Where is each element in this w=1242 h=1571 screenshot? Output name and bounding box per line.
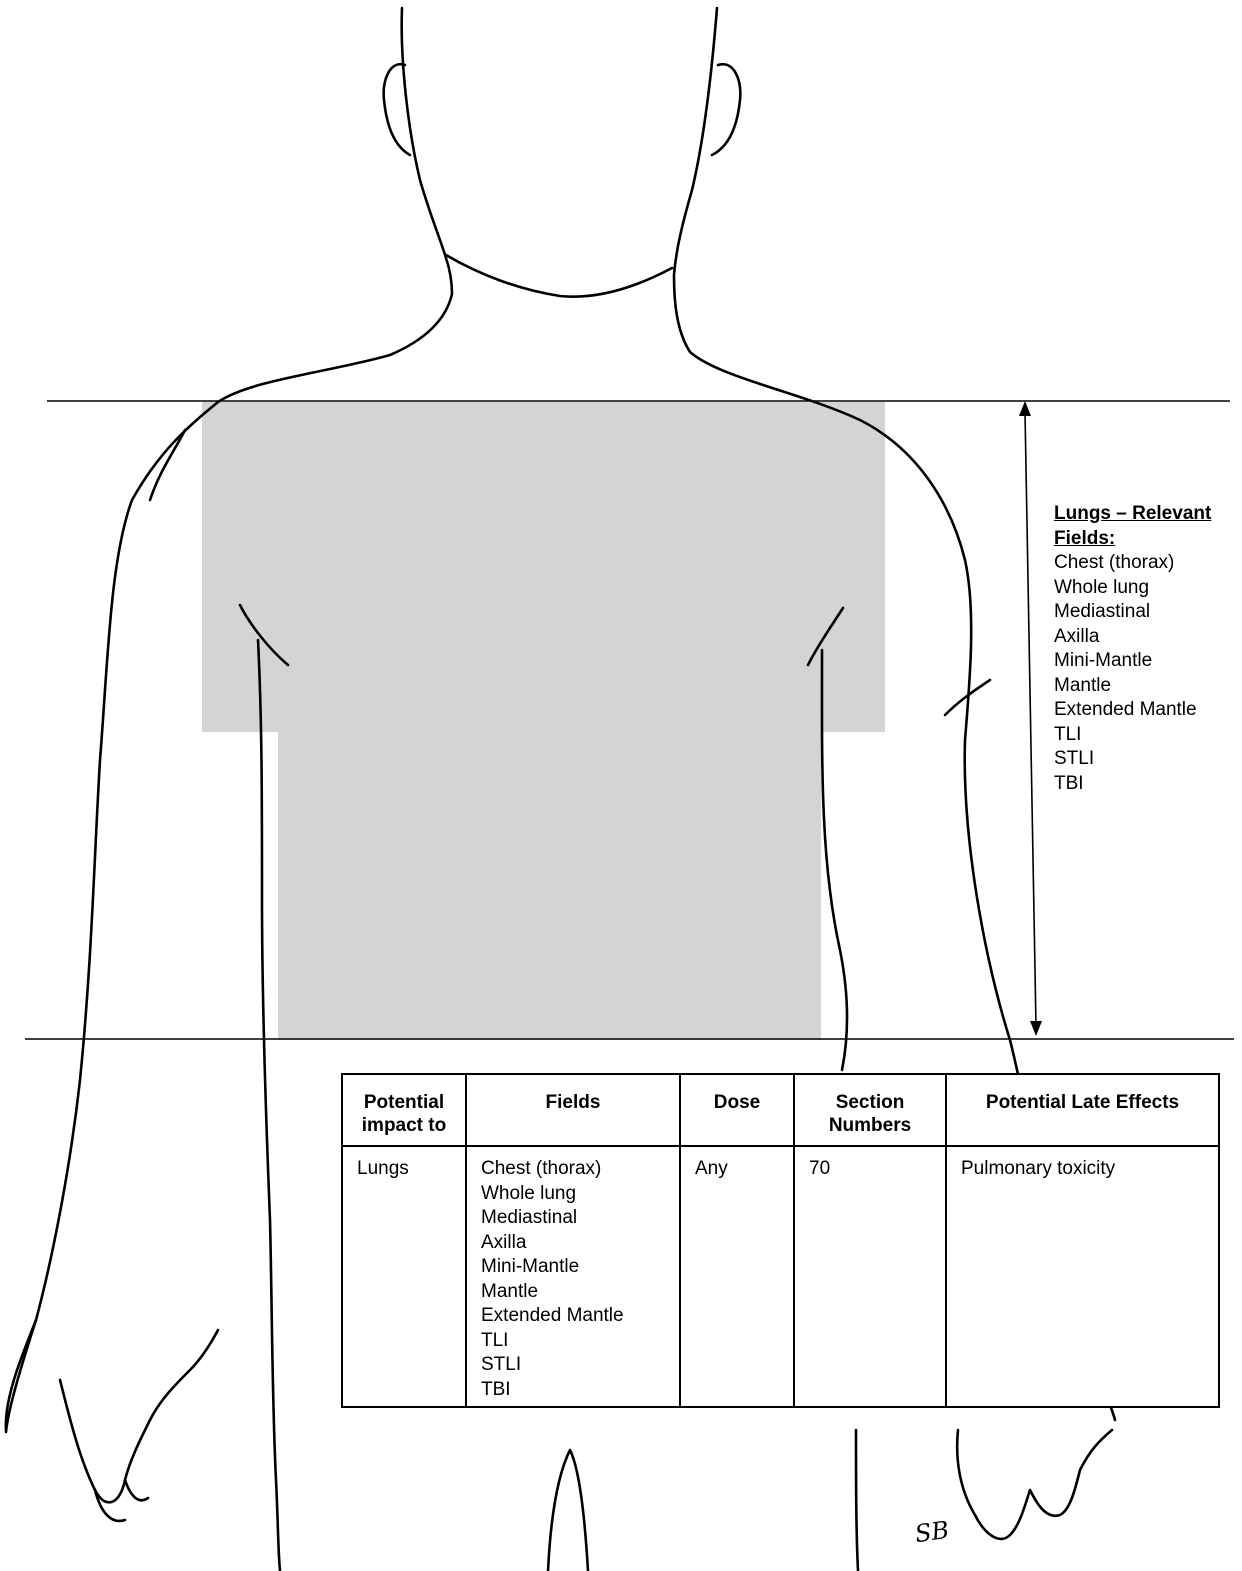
legend-field-item: Mantle <box>1054 674 1240 699</box>
legend-field-item: Chest (thorax) <box>1054 551 1240 576</box>
radiation-field-lower <box>278 732 821 1040</box>
header-fields: Fields <box>466 1074 680 1146</box>
header-late-effects: Potential Late Effects <box>946 1074 1219 1146</box>
header-section-numbers: Section Numbers <box>794 1074 946 1146</box>
field-list-item: TLI <box>481 1329 671 1354</box>
field-list-item: STLI <box>481 1353 671 1378</box>
legend-title: Lungs – Relevant Fields: <box>1054 502 1240 551</box>
legend-field-item: Mini-Mantle <box>1054 649 1240 674</box>
field-list-item: Mini-Mantle <box>481 1255 671 1280</box>
late-effects-table: Potential impact to Fields Dose Section … <box>341 1073 1220 1408</box>
signature: SB <box>913 1516 951 1548</box>
field-list-item: Extended Mantle <box>481 1304 671 1329</box>
arrow-down-icon <box>1030 1021 1042 1036</box>
header-dose: Dose <box>680 1074 794 1146</box>
cell-effects: Pulmonary toxicity <box>946 1146 1219 1407</box>
cell-dose: Any <box>680 1146 794 1407</box>
legend-field-item: TLI <box>1054 723 1240 748</box>
cell-section: 70 <box>794 1146 946 1407</box>
legend-field-item: Extended Mantle <box>1054 698 1240 723</box>
table-header-row: Potential impact to Fields Dose Section … <box>342 1074 1219 1146</box>
field-list-item: Mantle <box>481 1280 671 1305</box>
field-list-item: TBI <box>481 1378 671 1403</box>
field-list-item: Whole lung <box>481 1182 671 1207</box>
field-list-item: Mediastinal <box>481 1206 671 1231</box>
radiation-field-upper <box>202 402 885 732</box>
header-impact: Potential impact to <box>342 1074 466 1146</box>
legend-field-item: STLI <box>1054 747 1240 772</box>
field-list-item: Chest (thorax) <box>481 1157 671 1182</box>
field-list-item: Axilla <box>481 1231 671 1256</box>
legend-field-item: Mediastinal <box>1054 600 1240 625</box>
legend-field-item: TBI <box>1054 772 1240 797</box>
lungs-fields-legend: Lungs – Relevant Fields: Chest (thorax)W… <box>1054 502 1240 796</box>
range-arrow <box>1025 412 1036 1026</box>
legend-field-item: Whole lung <box>1054 576 1240 601</box>
arrow-up-icon <box>1019 401 1031 416</box>
cell-impact: Lungs <box>342 1146 466 1407</box>
legend-field-item: Axilla <box>1054 625 1240 650</box>
